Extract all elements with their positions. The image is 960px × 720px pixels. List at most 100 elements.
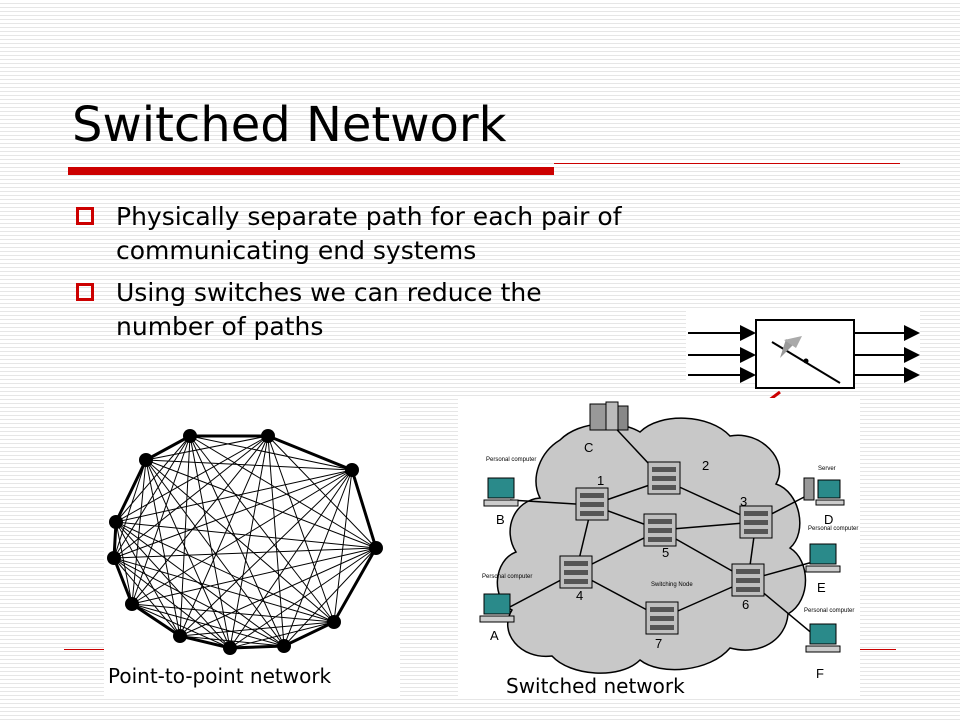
mesh-link xyxy=(179,635,285,647)
mesh-link xyxy=(267,435,335,623)
mesh-node xyxy=(369,541,383,555)
mesh-link xyxy=(267,435,377,549)
mesh-link xyxy=(145,435,269,461)
node-number-label: 4 xyxy=(576,588,583,603)
mesh-node xyxy=(173,629,187,643)
bullet-item: Using switches we can reduce the number … xyxy=(72,276,632,344)
node-number-label: 7 xyxy=(655,636,662,651)
mesh-link xyxy=(179,435,269,637)
server-tower-icon xyxy=(589,401,629,431)
mesh-node xyxy=(183,429,197,443)
device-label: Personal computer xyxy=(804,608,854,614)
slide-title: Switched Network xyxy=(72,97,507,153)
end-system-letters: A B C D E F xyxy=(490,440,833,681)
mesh-link xyxy=(113,547,377,559)
host-label: E xyxy=(817,580,826,595)
mesh-link xyxy=(267,435,285,647)
mesh-link xyxy=(145,459,231,649)
host-label: A xyxy=(490,628,499,643)
mesh-nodes xyxy=(107,429,383,655)
mesh-link xyxy=(131,547,377,605)
mesh-link xyxy=(131,435,269,605)
device-type-labels: Personal computer Personal computer Serv… xyxy=(482,457,858,614)
mesh-node xyxy=(139,453,153,467)
mesh-link xyxy=(113,557,181,637)
mesh-link xyxy=(131,459,147,605)
mesh-link xyxy=(283,547,377,647)
switching-node-numbers: 1 2 3 4 5 6 7 xyxy=(576,458,749,651)
switching-node xyxy=(559,555,593,589)
bullet-text: Using switches we can reduce the number … xyxy=(116,278,542,341)
host-label: D xyxy=(824,512,833,527)
personal-computer-icon xyxy=(479,593,515,623)
switching-nodes xyxy=(559,461,773,635)
square-bullet-icon xyxy=(76,283,94,301)
mesh-link xyxy=(115,521,285,647)
node-number-label: 1 xyxy=(597,473,604,488)
switching-node xyxy=(647,461,681,495)
switching-node xyxy=(739,505,773,539)
mesh-link xyxy=(131,435,191,605)
personal-computer-icon xyxy=(805,623,841,653)
switching-node xyxy=(645,601,679,635)
mesh-link xyxy=(115,521,133,605)
mesh-link xyxy=(189,435,353,471)
switch-box xyxy=(755,319,855,389)
host-label: F xyxy=(816,666,824,681)
mesh-link xyxy=(229,547,377,649)
node-number-label: 3 xyxy=(740,494,747,509)
mesh-link xyxy=(145,459,353,471)
mesh-link xyxy=(179,469,353,637)
mesh-link xyxy=(179,435,191,637)
mesh-link xyxy=(113,557,285,647)
mesh-link xyxy=(131,603,231,649)
mesh-link xyxy=(131,469,353,605)
footer-rule-left xyxy=(64,649,104,650)
mesh-link xyxy=(113,469,353,559)
switching-node xyxy=(731,563,765,597)
mesh-link xyxy=(333,469,353,623)
switching-node xyxy=(575,487,609,521)
bullet-item: Physically separate path for each pair o… xyxy=(72,200,632,268)
mesh-link xyxy=(115,521,231,649)
caption-switched-network: Switched network xyxy=(502,674,689,698)
mesh-link xyxy=(229,435,269,649)
mesh-link xyxy=(113,435,269,559)
end-systems xyxy=(479,401,845,653)
mesh-node xyxy=(109,515,123,529)
mesh-link xyxy=(179,547,377,637)
caption-point-to-point: Point-to-point network xyxy=(104,664,336,688)
node-number-label: 2 xyxy=(702,458,709,473)
mesh-link xyxy=(189,435,231,649)
mesh-link xyxy=(115,521,181,637)
mesh-link xyxy=(115,521,377,549)
mesh-link xyxy=(131,603,335,623)
mesh-node xyxy=(327,615,341,629)
personal-computer-icon xyxy=(805,543,841,573)
mesh-link xyxy=(145,459,285,647)
host-label: C xyxy=(584,440,593,455)
personal-computer-icon xyxy=(483,477,519,507)
switching-node-label: Switching Node xyxy=(651,582,693,588)
mesh-link xyxy=(229,621,335,649)
mesh-link xyxy=(145,459,335,623)
mesh-link xyxy=(115,469,353,523)
bullet-text: Physically separate path for each pair o… xyxy=(116,202,622,265)
mesh-node xyxy=(277,639,291,653)
node-number-label: 6 xyxy=(742,597,749,612)
device-label: Personal computer xyxy=(482,574,532,580)
footer-rule-right xyxy=(860,649,896,650)
device-label: Server xyxy=(818,466,836,472)
mesh-link xyxy=(113,557,231,649)
mesh-link xyxy=(229,469,353,649)
title-underline-rule xyxy=(554,163,900,164)
server-icon xyxy=(803,477,845,506)
mesh-node xyxy=(223,641,237,655)
mesh-node xyxy=(261,429,275,443)
mesh-link xyxy=(115,521,335,623)
mesh-node xyxy=(107,551,121,565)
square-bullet-icon xyxy=(76,207,94,225)
host-label: B xyxy=(496,512,505,527)
